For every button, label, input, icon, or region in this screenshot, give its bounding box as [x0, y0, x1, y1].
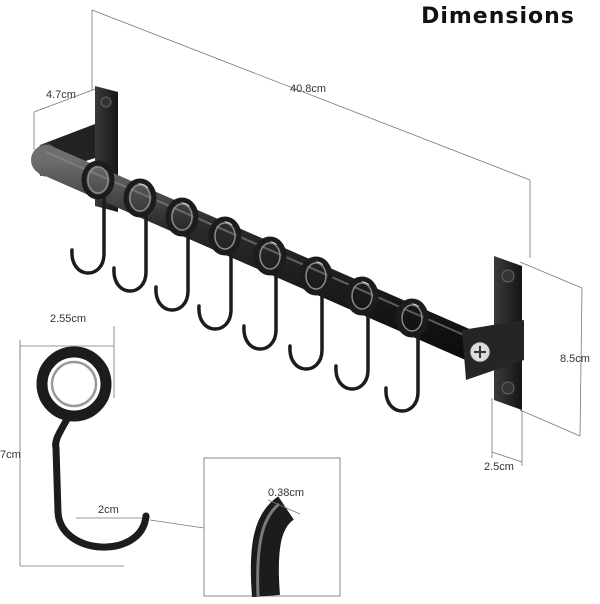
wire-thickness-dimension-line: [267, 499, 301, 515]
rail-hook: [154, 197, 199, 312]
hook-ring: [123, 178, 157, 218]
wire-zoom-box: [203, 457, 341, 598]
rail-hook: [70, 160, 115, 275]
hook-ring: [345, 276, 379, 316]
bracket-height-dimension-line: [579, 287, 583, 437]
hook-ring-highlight: [171, 203, 193, 231]
wire-closeup: [250, 496, 295, 598]
hook-body: [154, 231, 190, 312]
hook-ring-inner: [50, 360, 98, 408]
hook-body: [197, 250, 233, 331]
hook-ring: [395, 298, 429, 338]
label-hook-bottom: 2cm: [98, 504, 119, 516]
label-rail-length: 40.8cm: [290, 83, 326, 95]
hook-ring: [253, 236, 287, 276]
hooks-group: [70, 160, 429, 413]
page-title: Dimensions: [421, 4, 575, 29]
rail-hook: [288, 256, 333, 371]
screw-icon: [501, 381, 515, 395]
hook-ring-highlight: [305, 262, 327, 290]
hook-body: [242, 270, 278, 351]
rail-hook: [112, 178, 157, 293]
hook-ring-highlight: [129, 184, 151, 212]
hook-icon: [36, 346, 150, 551]
label-wire-thickness: 0.38cm: [268, 487, 304, 499]
label-bracket-width: 2.5cm: [484, 461, 514, 473]
wire-closeup-highlight: [256, 502, 280, 597]
rail-hook: [197, 216, 242, 331]
right-bracket-arm: [462, 320, 524, 380]
hook-body: [70, 194, 106, 275]
dimension-labels: 4.7cm 40.8cm 8.5cm 2.5cm 2.55cm 7cm 2cm …: [0, 83, 590, 516]
rail-bar: [31, 145, 495, 365]
screw-icon: [100, 96, 112, 108]
bracket-width-dimension-line: [491, 451, 523, 463]
screw-icon: [501, 269, 515, 283]
hook-body: [384, 332, 420, 413]
rail-hook: [384, 298, 429, 413]
zoom-callout-line: [149, 519, 205, 529]
dimension-lines: [19, 9, 583, 567]
hook-ring: [299, 256, 333, 296]
label-hook-length: 7cm: [0, 449, 21, 461]
bracket-height-bottom-extension: [519, 409, 581, 437]
hook-ring: [208, 216, 242, 256]
hook-ring-highlight: [351, 282, 373, 310]
hook-ring: [165, 197, 199, 237]
label-bracket-height: 8.5cm: [560, 353, 590, 365]
hook-ring: [81, 160, 115, 200]
label-bracket-depth: 4.7cm: [46, 89, 76, 101]
rail-length-dimension-line: [91, 9, 531, 181]
label-hook-ring: 2.55cm: [50, 313, 86, 325]
hook-ring-highlight: [214, 222, 236, 250]
hook-ring-highlight: [401, 304, 423, 332]
hook-shank: [52, 410, 150, 551]
bracket-height-top-extension: [519, 261, 583, 289]
rail-hook: [334, 276, 379, 391]
bracket-depth-dimension-line: [33, 87, 99, 113]
hook-body: [288, 290, 324, 371]
hook-body: [112, 212, 148, 293]
screw-cross: [474, 346, 486, 358]
rail-hook: [242, 236, 287, 351]
right-bracket: [462, 256, 524, 410]
hook-ring-outer: [36, 346, 112, 422]
hook-body: [334, 310, 370, 391]
hook-ring-highlight: [259, 242, 281, 270]
hook-ring-highlight: [87, 166, 109, 194]
